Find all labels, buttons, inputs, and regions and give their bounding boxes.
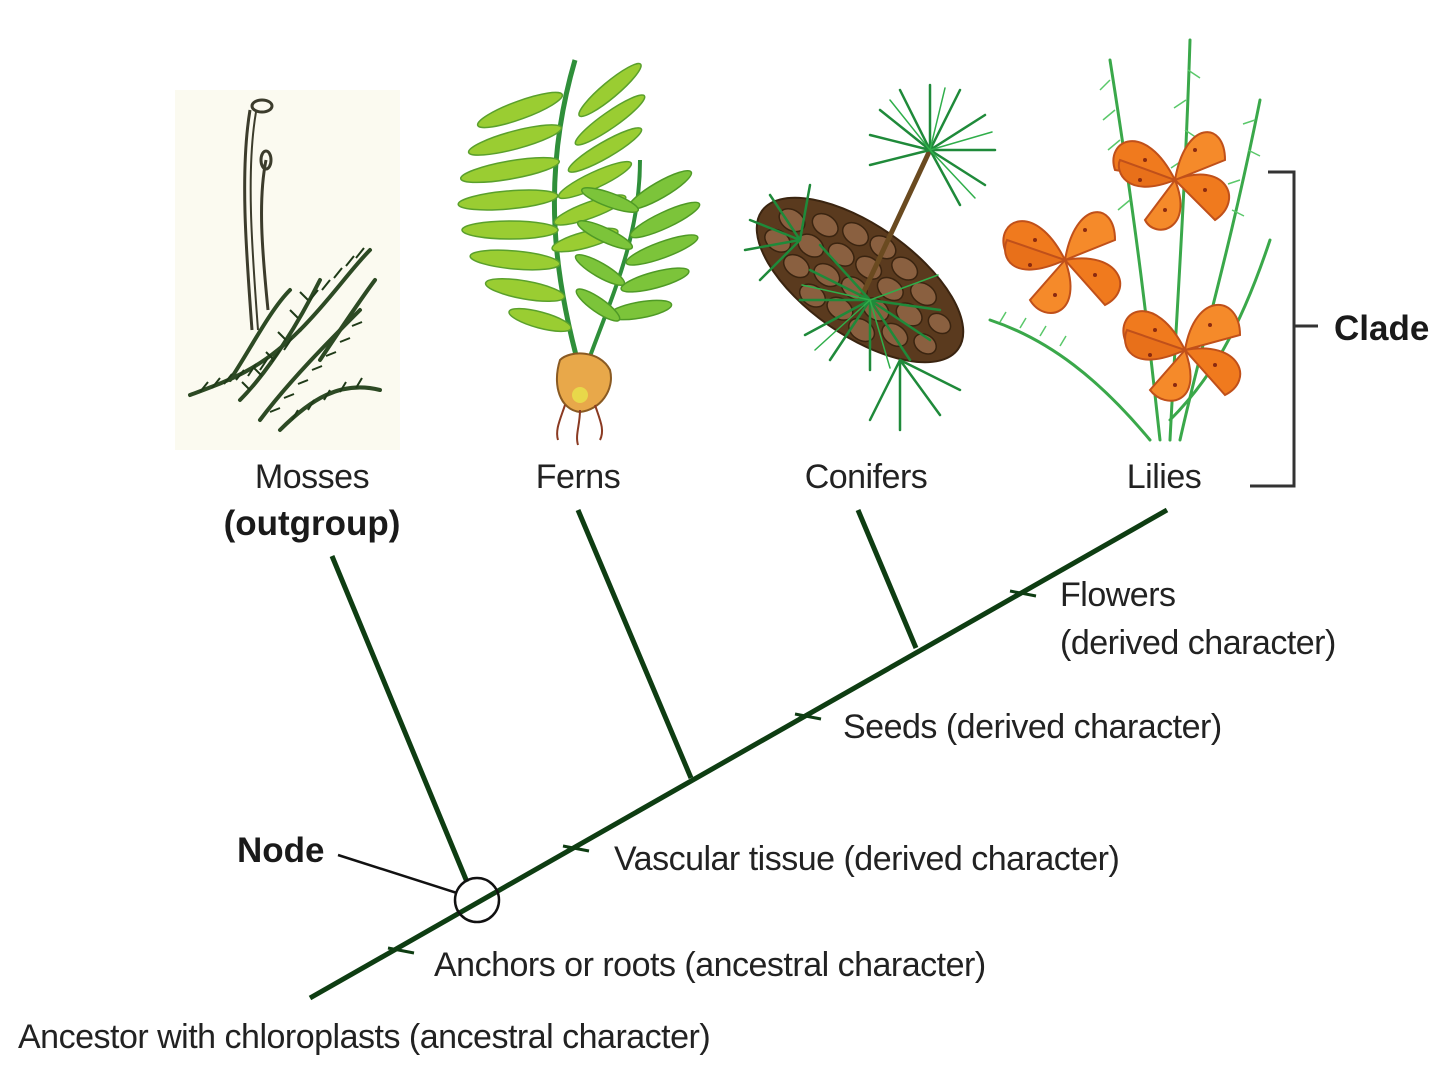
taxon-label-mosses: Mosses: [255, 458, 369, 496]
tick-vascular: [562, 844, 590, 853]
node-label: Node: [237, 831, 325, 870]
character-label-vascular: Vascular tissue (derived character): [614, 840, 1119, 878]
character-note-flowers: (derived character): [1060, 624, 1336, 662]
conifer-icon: [743, 83, 997, 432]
lily-icon: [988, 38, 1272, 442]
main-branch: [308, 507, 1169, 1001]
outgroup-label: (outgroup): [224, 504, 401, 543]
moss-icon: [175, 90, 400, 450]
taxon-label-lilies: Lilies: [1127, 458, 1201, 496]
node-marker: [453, 876, 501, 924]
character-label-anchors: Anchors or roots (ancestral character): [434, 946, 986, 984]
branch-mosses: [329, 555, 470, 883]
taxon-label-conifers: Conifers: [805, 458, 928, 496]
branch-ferns: [575, 509, 694, 779]
tick-seeds: [794, 712, 822, 721]
fern-icon: [457, 59, 701, 446]
clade-bracket: [1250, 170, 1318, 488]
tick-flowers: [1009, 589, 1037, 598]
tick-anchors: [387, 946, 415, 955]
character-label-flowers: Flowers: [1060, 576, 1176, 614]
character-label-seeds: Seeds (derived character): [843, 708, 1222, 746]
branch-conifers: [855, 509, 919, 649]
taxon-label-ferns: Ferns: [536, 458, 620, 496]
clade-label: Clade: [1334, 309, 1429, 348]
node-pointer: [337, 853, 458, 895]
root-label: Ancestor with chloroplasts (ancestral ch…: [18, 1018, 710, 1056]
